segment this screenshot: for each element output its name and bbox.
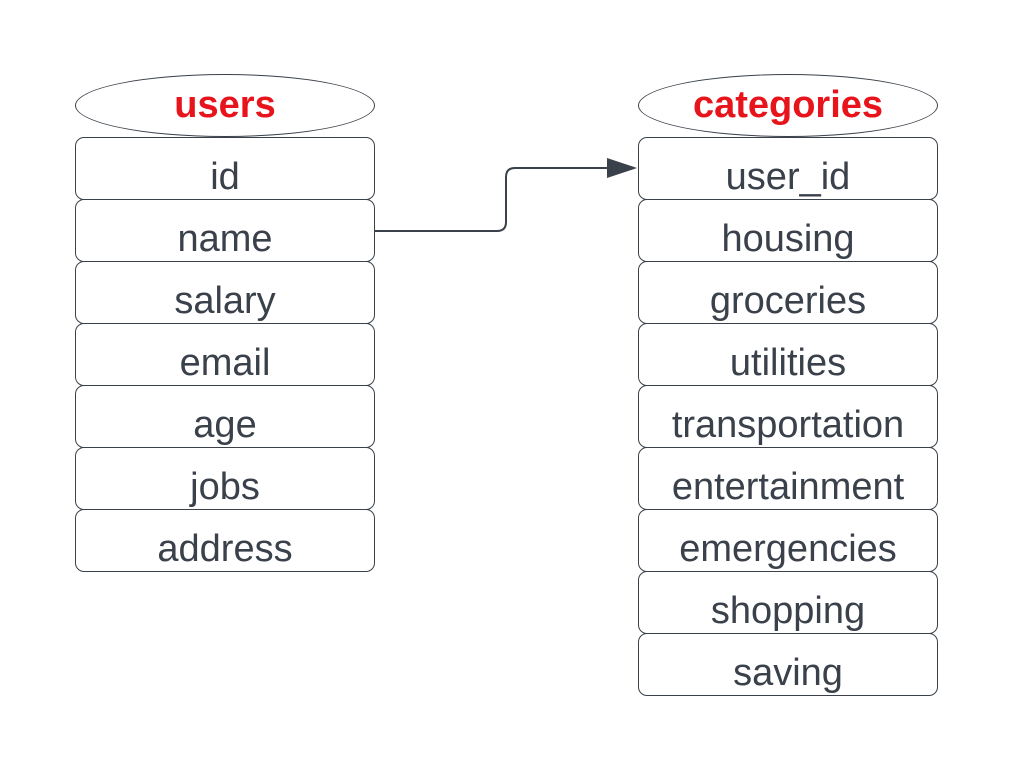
categories-field-emergencies: emergencies bbox=[638, 509, 938, 572]
arrowhead-icon bbox=[607, 158, 637, 178]
users-field-id: id bbox=[75, 137, 375, 200]
categories-field-shopping: shopping bbox=[638, 571, 938, 634]
categories-table: categories user_id housing groceries uti… bbox=[638, 74, 938, 696]
categories-field-entertainment: entertainment bbox=[638, 447, 938, 510]
users-field-jobs: jobs bbox=[75, 447, 375, 510]
users-field-list: id name salary email age jobs address bbox=[75, 137, 375, 572]
categories-field-transportation: transportation bbox=[638, 385, 938, 448]
categories-table-header: categories bbox=[638, 74, 938, 137]
categories-field-groceries: groceries bbox=[638, 261, 938, 324]
users-field-salary: salary bbox=[75, 261, 375, 324]
users-field-email: email bbox=[75, 323, 375, 386]
categories-field-saving: saving bbox=[638, 633, 938, 696]
users-table: users id name salary email age jobs addr… bbox=[75, 74, 375, 572]
users-field-age: age bbox=[75, 385, 375, 448]
users-table-header: users bbox=[75, 74, 375, 137]
categories-field-user-id: user_id bbox=[638, 137, 938, 200]
categories-field-utilities: utilities bbox=[638, 323, 938, 386]
users-field-name: name bbox=[75, 199, 375, 262]
users-field-address: address bbox=[75, 509, 375, 572]
categories-field-housing: housing bbox=[638, 199, 938, 262]
categories-field-list: user_id housing groceries utilities tran… bbox=[638, 137, 938, 696]
relationship-line bbox=[375, 167, 612, 232]
